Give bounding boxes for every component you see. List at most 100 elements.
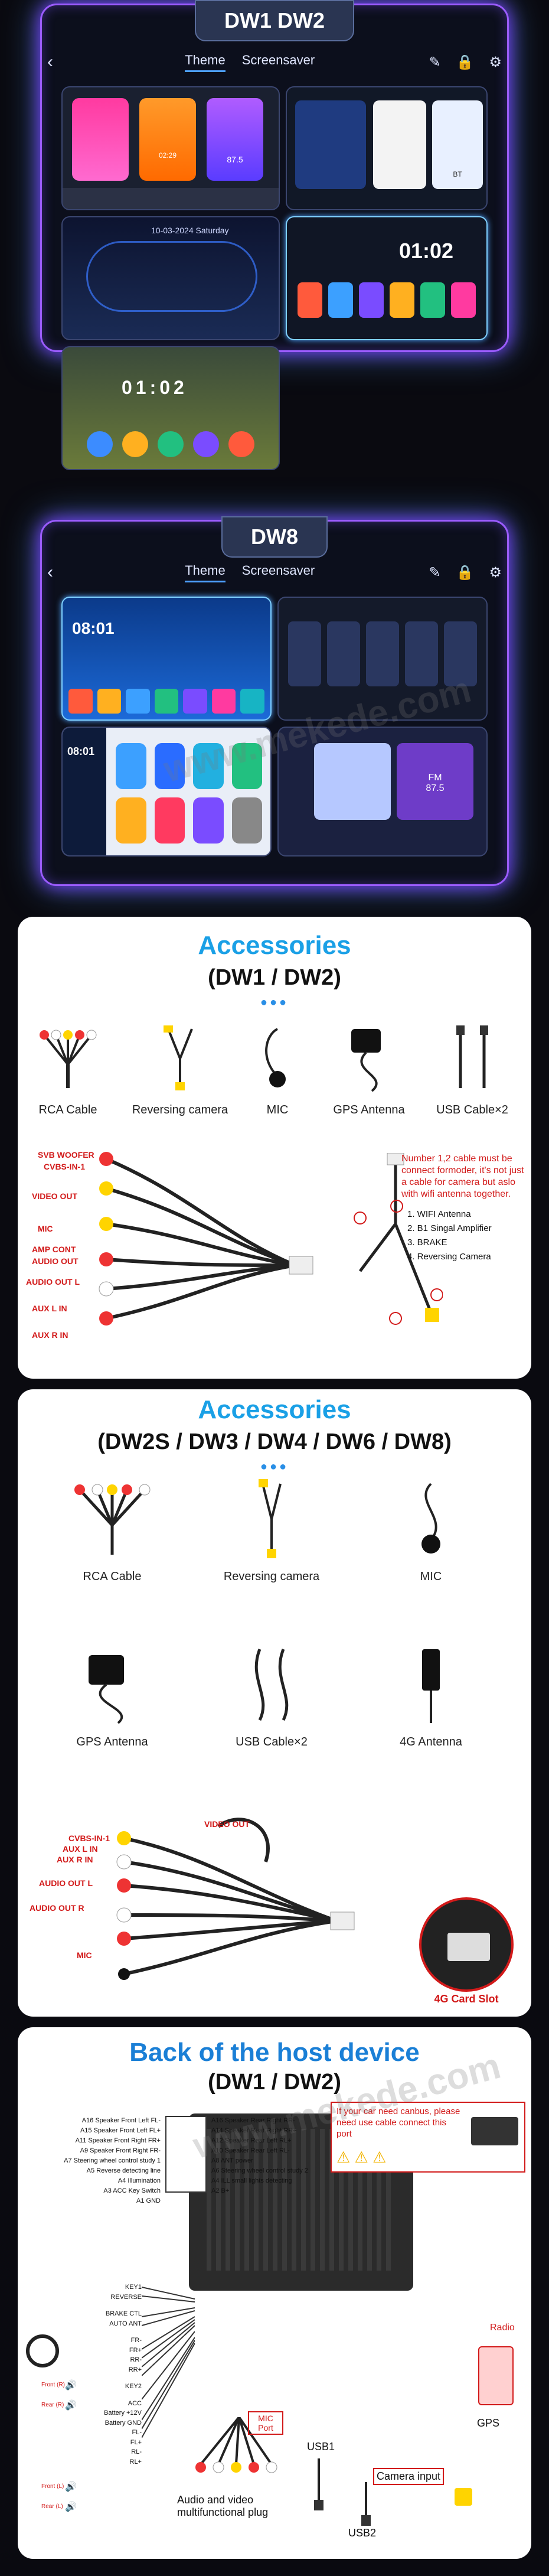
- wire-label: RL+: [129, 2458, 142, 2466]
- callout-audio-out: AUDIO OUT: [32, 1256, 79, 1266]
- mic-port-label: MIC Port: [248, 2411, 283, 2435]
- rca-cable-icon: [74, 1484, 151, 1555]
- wire-group-rear-l: Rear (L): [41, 2503, 63, 2510]
- theme-thumbnail-3[interactable]: 10-03-2024 Saturday: [61, 216, 280, 340]
- list-item: 1. WIFI Antenna: [407, 1209, 471, 1219]
- dw8-theme-thumbnail-3[interactable]: 08:01: [61, 727, 272, 857]
- lock-icon[interactable]: 🔒: [456, 564, 474, 581]
- list-item: 2. B1 Singal Amplifier: [407, 1223, 492, 1233]
- theme-thumbnail-5[interactable]: 01:02: [61, 346, 280, 470]
- back-arrow-icon[interactable]: ‹: [47, 562, 53, 582]
- callout-svb-woofer: SVB WOOFER: [38, 1150, 94, 1160]
- tab-theme[interactable]: Theme: [185, 53, 226, 72]
- callout-audio-out-l: AUDIO OUT L: [26, 1277, 80, 1287]
- tab-theme[interactable]: Theme: [185, 563, 226, 582]
- accessory-reversing-camera: Reversing camera: [213, 1478, 331, 1584]
- item-label: MIC: [266, 1103, 289, 1116]
- divider-dots: ●●●: [260, 1460, 289, 1473]
- camera-plug-icon: [455, 2488, 472, 2506]
- connection-list: 1. WIFI Antenna 2. B1 Singal Amplifier 3…: [407, 1207, 525, 1264]
- item-label: RCA Cable: [83, 1570, 142, 1583]
- wire-label: RR-: [130, 2356, 142, 2363]
- accessory-mic: MIC: [242, 1023, 313, 1117]
- camera-input-label: Camera input: [373, 2468, 445, 2485]
- theme-topbar: ‹ Theme Screensaver ✎ 🔒 ⚙: [47, 558, 502, 587]
- theme-thumbnail-1[interactable]: 02:29 87.5: [61, 86, 280, 210]
- pin-table-right: A16 Speaker Rear Right RR- A14 Speaker R…: [211, 2116, 347, 2196]
- av-plug-bundle: [195, 2417, 277, 2473]
- pin-label: A4 Illumination: [117, 2177, 161, 2185]
- section-title: Back of the host device: [129, 2038, 420, 2067]
- theme-thumbnail-2[interactable]: BT: [286, 86, 488, 210]
- side-clock: 08:01: [63, 728, 106, 855]
- fm-label: FM: [428, 773, 442, 783]
- radio-frequency: 87.5: [426, 783, 445, 793]
- pin-label: A12 Speaker Rear Left RL+: [211, 2137, 292, 2145]
- item-label: USB Cable×2: [436, 1103, 508, 1116]
- accessory-gps-antenna: GPS Antenna: [53, 1643, 171, 1749]
- callout-audio-out-l: AUDIO OUT L: [39, 1878, 93, 1888]
- theme-panel-dw1-dw2: DW1 DW2 ‹ Theme Screensaver ✎ 🔒 ⚙ 02:29 …: [0, 0, 549, 508]
- connection-note: Number 1,2 cable must be connect formode…: [401, 1154, 524, 1199]
- tab-screensaver[interactable]: Screensaver: [241, 52, 315, 67]
- wire-label: FR-: [130, 2337, 142, 2344]
- list-item: 4. Reversing Camera: [407, 1252, 491, 1262]
- item-label: Reversing camera: [223, 1570, 320, 1583]
- item-label: MIC: [420, 1570, 442, 1583]
- callout-cvbs-in-1: CVBS-IN-1: [44, 1162, 86, 1171]
- pin-label: A9 Speaker Front Right FR-: [80, 2147, 161, 2155]
- dw8-theme-thumbnail-4[interactable]: FM 87.5: [277, 727, 488, 857]
- callout-video-out: VIDEO OUT: [204, 1819, 250, 1829]
- speaker-icon: 🔊: [65, 2482, 77, 2492]
- wire-label: REVERSE: [110, 2293, 142, 2301]
- wire-label: KEY1: [125, 2284, 142, 2291]
- edit-icon[interactable]: ✎: [429, 564, 441, 581]
- warning-icon: ⚠ ⚠ ⚠: [336, 2148, 387, 2166]
- music-tile: [72, 98, 129, 181]
- accessory-mic: MIC: [384, 1478, 478, 1584]
- wire-label: FR+: [129, 2346, 142, 2354]
- pin-table-left: A16 Speaker Front Left FL- A15 Speaker F…: [25, 2116, 161, 2206]
- dw8-theme-thumbnail-1[interactable]: 08:01: [61, 597, 272, 721]
- pin-label: A14 Speaker Rear Right RR+: [211, 2127, 297, 2135]
- gear-icon[interactable]: ⚙: [489, 54, 502, 70]
- wire-label: Battery +12V: [104, 2409, 142, 2417]
- edit-icon[interactable]: ✎: [429, 54, 441, 70]
- pin-label: A15 Speaker Front Left FL+: [80, 2127, 161, 2135]
- canbus-port-icon: [471, 2117, 518, 2145]
- wire-label: AUTO ANT: [109, 2320, 142, 2327]
- callout-mic: MIC: [38, 1224, 53, 1233]
- accessory-gps-antenna: GPS Antenna: [325, 1023, 413, 1117]
- theme-thumbnail-4-selected[interactable]: 01:02: [286, 216, 488, 340]
- camera-cable-icon: [259, 1479, 282, 1558]
- callout-audio-out-r: AUDIO OUT R: [30, 1903, 84, 1913]
- bt-label: BT: [453, 170, 462, 178]
- 4g-card-slot-closeup: [419, 1897, 514, 1992]
- tab-screensaver[interactable]: Screensaver: [241, 562, 315, 578]
- pin-label: A1 GND: [136, 2197, 161, 2205]
- clock-large: 08:01: [72, 619, 115, 637]
- wire-label: KEY2: [125, 2383, 142, 2390]
- speaker-icon: 🔊: [65, 2502, 77, 2512]
- camera-wifi-cable-diagram: [354, 1153, 443, 1325]
- gear-icon[interactable]: ⚙: [489, 564, 502, 581]
- speaker-icon: 🔊: [65, 2380, 77, 2391]
- section-title: Accessories: [198, 1395, 351, 1424]
- dw8-theme-thumbnail-2[interactable]: [277, 597, 488, 721]
- back-arrow-icon[interactable]: ‹: [47, 52, 53, 71]
- speedometer-tile: [295, 100, 366, 189]
- usb2-cable-icon: [361, 2482, 371, 2526]
- item-label: GPS Antenna: [76, 1735, 148, 1748]
- usb-cable-icon: [254, 1649, 289, 1721]
- accessories-dw1-dw2-section: Accessories (DW1 / DW2) ●●● RCA Cable Re…: [18, 917, 531, 1379]
- accessory-rca-cable: RCA Cable: [53, 1478, 171, 1584]
- lock-icon[interactable]: 🔒: [456, 54, 474, 70]
- pin-label: A3 ACC Key Switch: [103, 2187, 161, 2195]
- callout-video-out: VIDEO OUT: [32, 1191, 78, 1201]
- canbus-note: If your car need canbus, please need use…: [336, 2106, 460, 2139]
- gps-antenna-icon: [351, 1029, 381, 1092]
- radio-frequency: 87.5: [227, 155, 243, 164]
- callout-cvbs-in-1: CVBS-IN-1: [68, 1834, 110, 1843]
- wire-group-rear-r: Rear (R): [41, 2402, 64, 2408]
